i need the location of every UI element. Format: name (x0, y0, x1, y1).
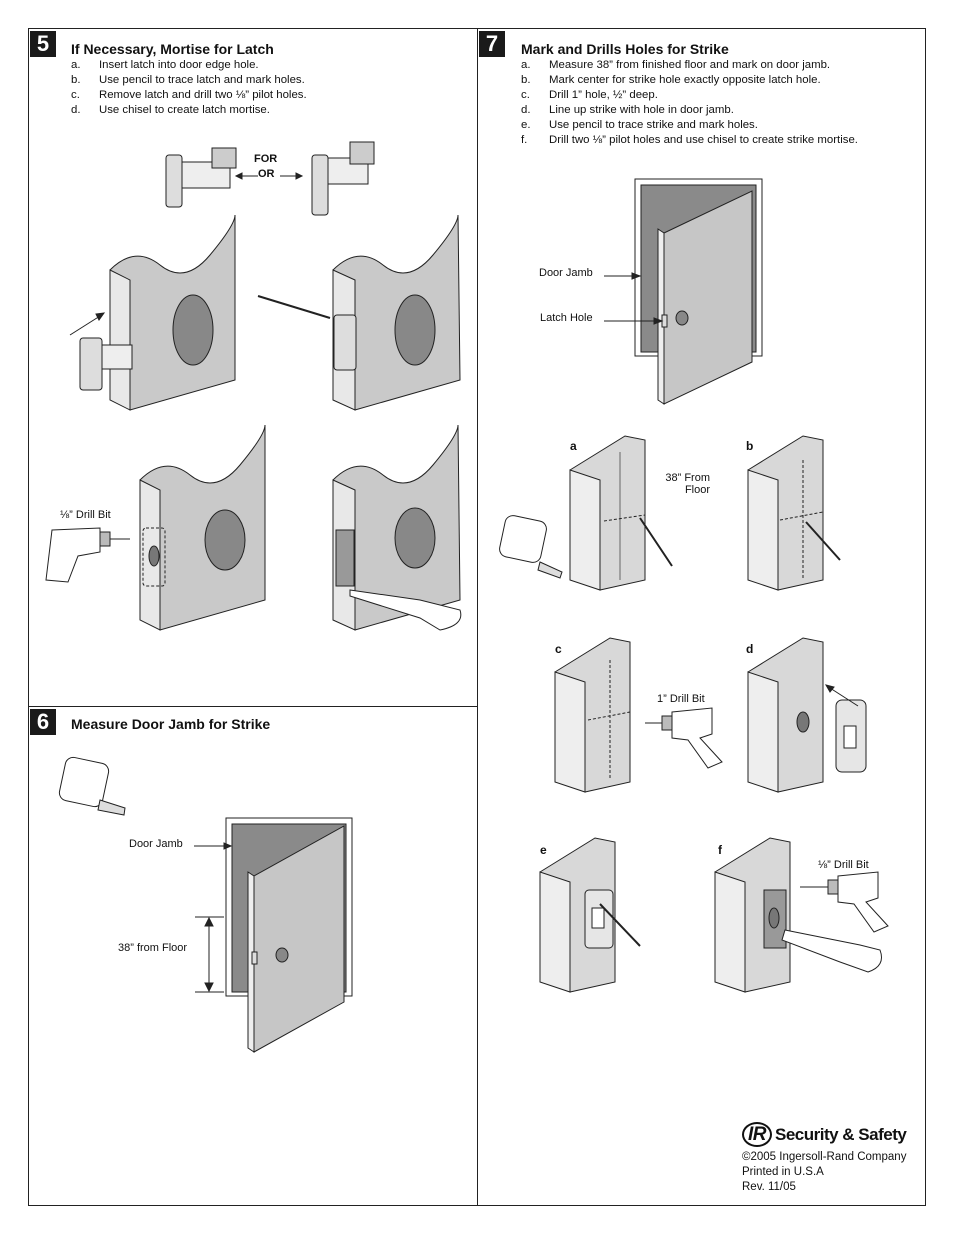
step5-title: If Necessary, Mortise for Latch (71, 41, 274, 57)
ir-logo-icon: IR (742, 1122, 772, 1147)
door-block (257, 214, 461, 411)
list-item: a.Measure 38” from finished floor and ma… (521, 59, 831, 71)
column-divider (477, 28, 478, 1206)
door-jamb-label: Door Jamb (539, 267, 593, 279)
drill-icon (645, 707, 723, 769)
door-frame (225, 817, 353, 1053)
step5-list: a.Insert latch into door edge hole. b.Us… (71, 58, 307, 118)
copyright: ©2005 Ingersoll-Rand Company (742, 1151, 907, 1163)
one-inch-bit-label: 1” Drill Bit (657, 693, 705, 705)
door-block (69, 214, 236, 411)
panel-letter-b: b (746, 439, 754, 453)
jamb-panel-b (747, 435, 841, 591)
jamb-panel-d (747, 637, 867, 793)
door-jamb-label: Door Jamb (129, 838, 183, 850)
list-item: e.Use pencil to trace strike and mark ho… (521, 119, 758, 131)
step6-title: Measure Door Jamb for Strike (71, 716, 271, 732)
list-item: d.Use chisel to create latch mortise. (71, 104, 270, 116)
from-floor-label: 38” from Floor (118, 942, 188, 954)
jamb-panel-a (569, 435, 673, 591)
latch-hole-label: Latch Hole (540, 312, 593, 324)
step5-number: 5 (30, 31, 56, 57)
or-label: OR (258, 168, 275, 180)
jamb-panel-f (714, 837, 882, 993)
list-item: d.Line up strike with hole in door jamb. (521, 104, 734, 116)
jamb-panel-e (539, 837, 641, 993)
list-item: a.Insert latch into door edge hole. (71, 59, 259, 71)
list-item: b.Use pencil to trace latch and mark hol… (71, 74, 305, 86)
panel-letter-d: d (746, 642, 754, 656)
jamb-panel-c (554, 637, 631, 793)
door-frame (604, 178, 763, 405)
eighth-bit-label: ⅛” Drill Bit (818, 859, 869, 871)
measure-arrow (194, 842, 233, 993)
list-item: f.Drill two ⅛” pilot holes and use chise… (521, 134, 858, 146)
drill-bit-label: ⅛” Drill Bit (60, 509, 111, 521)
list-item: c.Remove latch and drill two ⅛” pilot ho… (71, 89, 307, 101)
door-block (332, 424, 462, 631)
drill-icon (45, 527, 130, 583)
drill-icon (800, 871, 889, 933)
from-floor-label: 38” From Floor (665, 472, 710, 496)
section-divider (28, 706, 478, 707)
step7-title: Mark and Drills Holes for Strike (521, 41, 729, 57)
step6-number: 6 (30, 709, 56, 735)
tape-measure-icon (499, 515, 563, 579)
panel-letter-f: f (718, 843, 722, 857)
brand-name: Security & Safety (775, 1125, 907, 1144)
panel-letter-a: a (570, 439, 577, 453)
door-block (139, 424, 266, 631)
step7-number: 7 (479, 31, 505, 57)
list-item: c.Drill 1” hole, ½” deep. (521, 89, 658, 101)
footer-info: ©2005 Ingersoll-Rand Company Printed in … (742, 1150, 906, 1195)
tape-measure-icon (58, 756, 126, 816)
printed-in: Printed in U.S.A (742, 1166, 824, 1178)
for-label: FOR (254, 153, 278, 165)
latch-icon (311, 141, 375, 216)
panel-letter-c: c (555, 642, 562, 656)
panel-letter-e: e (540, 843, 547, 857)
latch-icon (165, 147, 237, 208)
list-item: b.Mark center for strike hole exactly op… (521, 74, 821, 86)
revision: Rev. 11/05 (742, 1181, 796, 1193)
step7-list: a.Measure 38” from finished floor and ma… (521, 58, 858, 148)
